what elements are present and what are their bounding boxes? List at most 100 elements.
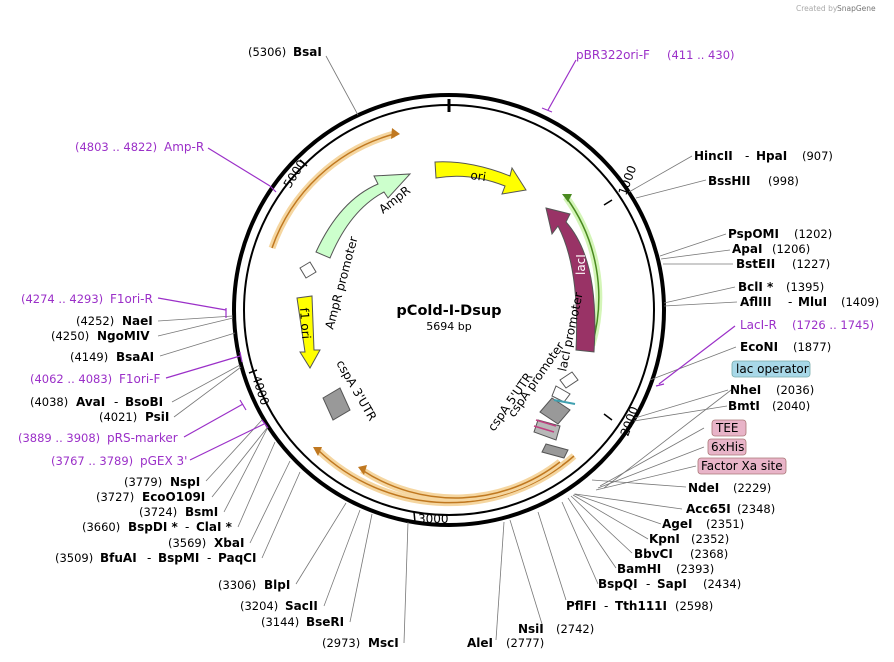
- laci-label: lacI: [574, 254, 588, 275]
- site-nspi: NspI: [170, 475, 200, 489]
- laci-orf-line: [565, 196, 600, 346]
- site-apai: ApaI: [732, 242, 762, 256]
- site-pos: (2352): [691, 532, 729, 546]
- site-bsaai: BsaAI: [116, 350, 154, 364]
- site-leaders-right: [495, 155, 738, 641]
- credit-text: Created by: [796, 4, 838, 13]
- site-pos: (2229): [733, 481, 771, 495]
- site-acc65i: Acc65I: [686, 502, 731, 516]
- site-nhei: NheI: [730, 383, 761, 397]
- site-pos: (1877): [793, 340, 831, 354]
- laci-orf-head: [562, 194, 572, 202]
- orf-arc-amp-head: [391, 128, 400, 139]
- site-pos: (1409): [841, 295, 879, 309]
- tick-2000: 2000: [618, 405, 642, 438]
- lac-operator-label: lac operator: [736, 362, 809, 376]
- site-pos: (3779): [124, 475, 162, 489]
- site-alei: AleI: [467, 636, 493, 650]
- site-avai: AvaI: [76, 395, 105, 409]
- site-bamhi: BamHI: [617, 562, 661, 576]
- primer-range: (411 .. 430): [667, 48, 735, 62]
- site-nsii: NsiI: [518, 622, 544, 636]
- site-pos: (2598): [675, 599, 713, 613]
- primer-range: (3889 .. 3908): [18, 431, 100, 445]
- primer-prs-marker: pRS-marker: [107, 431, 178, 445]
- site-pos: (3660): [82, 520, 120, 534]
- tick-1000: 1000: [616, 164, 640, 197]
- site-bsmi: BsmI: [185, 505, 218, 519]
- site-bsteii: BstEII: [736, 257, 775, 271]
- cspa-box3: [541, 443, 569, 459]
- site-sep: -: [114, 395, 118, 409]
- primer-pbr322ori-f: pBR322ori-F: [576, 48, 650, 62]
- ori-feature: [434, 161, 527, 195]
- primer-f1ori-f: F1ori-F: [119, 372, 160, 386]
- site-sapi: SapI: [657, 577, 687, 591]
- site-pos: (4250): [51, 329, 89, 343]
- site-pos: (2036): [776, 383, 814, 397]
- plasmid-name: pCold-I-Dsup: [396, 303, 501, 319]
- primer-range: (4274 .. 4293): [21, 292, 103, 306]
- site-pspomi: PspOMI: [728, 227, 779, 241]
- site-pos: (3306): [218, 578, 256, 592]
- site-pos: (2777): [506, 636, 544, 650]
- site-pos: (3509): [55, 551, 93, 565]
- site-pos: (2973): [322, 636, 360, 650]
- primer-pgex3: pGEX 3': [140, 454, 187, 468]
- site-ecoo109i: EcoO109I: [142, 490, 205, 504]
- primer-amp-r: Amp-R: [164, 140, 204, 154]
- site-sep: -: [788, 295, 792, 309]
- site-sep: -: [207, 551, 211, 565]
- site-msci: MscI: [368, 636, 399, 650]
- site-pos: (2393): [676, 562, 714, 576]
- site-bbvci: BbvCI: [634, 547, 673, 561]
- lac-operator-box: [731, 360, 811, 378]
- ampr-feature: [315, 173, 412, 259]
- site-clai: ClaI *: [196, 520, 233, 534]
- site-xbai: XbaI: [214, 536, 244, 550]
- site-sep: -: [147, 551, 151, 565]
- tee-label: TEE: [715, 421, 739, 435]
- site-pos: (2348): [737, 502, 775, 516]
- snapgene-logo: SnapGene: [837, 4, 876, 13]
- site-bsobi: BsoBI: [125, 395, 163, 409]
- 6xhis-label: 6xHis: [711, 440, 744, 454]
- site-naei: NaeI: [122, 314, 153, 328]
- site-pos: (907): [802, 149, 833, 163]
- tick-3000: 3000: [418, 512, 449, 526]
- site-pos: (4038): [30, 395, 68, 409]
- site-pos: (4252): [76, 314, 114, 328]
- site-pos: (2351): [706, 517, 744, 531]
- site-sacii: SacII: [285, 599, 318, 613]
- primer-range: (4062 .. 4083): [30, 372, 112, 386]
- ampr-promoter-feature: [299, 261, 317, 279]
- site-tth111i: Tth111I: [615, 599, 667, 613]
- site-bspdi: BspDI *: [128, 520, 178, 534]
- site-bsai: BsaI: [293, 45, 322, 59]
- orf-arc-amp-line: [271, 133, 395, 249]
- site-pos: (3724): [139, 505, 177, 519]
- site-pflfi: PflFI: [566, 599, 596, 613]
- factor-xa-box: [697, 457, 787, 475]
- site-pos: (5306): [248, 45, 286, 59]
- site-pos: (2040): [772, 399, 810, 413]
- primer-laci-r: LacI-R: [740, 318, 777, 332]
- site-pos: (2434): [703, 577, 741, 591]
- site-kpni: KpnI: [649, 532, 680, 546]
- site-afliii: AflIII: [740, 295, 772, 309]
- tick-marks: [248, 159, 613, 523]
- site-pos: (4149): [70, 350, 108, 364]
- f1-ori-feature: [296, 295, 321, 369]
- site-sep: -: [604, 599, 608, 613]
- site-pos: (1206): [772, 242, 810, 256]
- site-paqci: PaqCI: [218, 551, 256, 565]
- 6xhis-box: [707, 438, 747, 456]
- site-bmti: BmtI: [728, 399, 760, 413]
- site-agei: AgeI: [662, 517, 692, 531]
- site-pos: (2368): [690, 547, 728, 561]
- tee-box: [711, 419, 747, 437]
- orf-arc-dsup-head: [313, 447, 322, 456]
- site-pos: (1395): [786, 280, 824, 294]
- primer-leaders: [157, 59, 736, 461]
